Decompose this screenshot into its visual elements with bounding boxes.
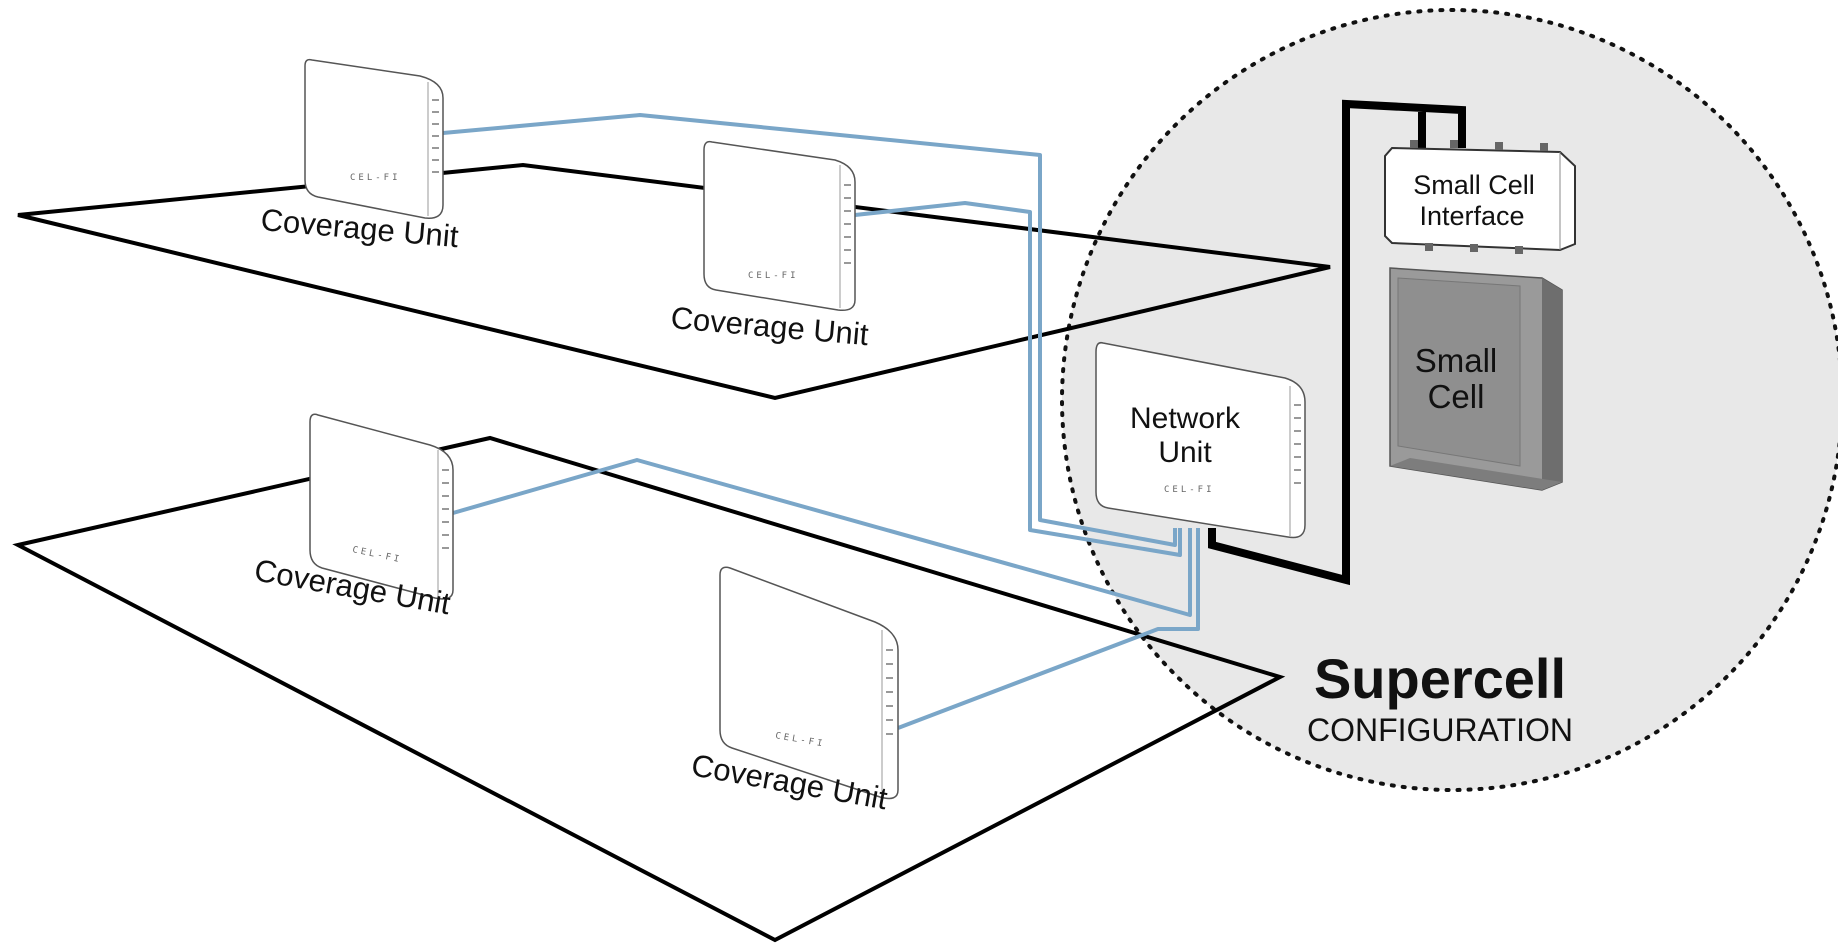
- black-cables: [1208, 99, 1466, 586]
- small-cell-interface-line2: Interface: [1419, 201, 1524, 231]
- small-cell-interface-line1: Small Cell: [1413, 170, 1535, 200]
- supercell-subtitle: CONFIGURATION: [1307, 712, 1573, 748]
- cable-cu3: [452, 458, 1192, 617]
- cable-cu2: [854, 201, 1182, 557]
- cables: [442, 113, 1200, 730]
- small-cell-interface: Small Cell Interface: [1384, 140, 1576, 254]
- coverage-unit-3: CEL-FI Coverage Unit: [252, 413, 454, 621]
- coverage-unit-1: CEL-FI Coverage Unit: [259, 58, 460, 254]
- coverage-unit-2-brand: CEL-FI: [748, 271, 799, 281]
- cable-cu1: [442, 113, 1177, 547]
- coverage-unit-2: CEL-FI Coverage Unit: [669, 140, 870, 352]
- network-unit-line2: Unit: [1158, 436, 1212, 469]
- network-unit: Network Unit CEL-FI: [1095, 341, 1306, 539]
- small-cell-line1: Small: [1415, 342, 1498, 379]
- supercell-title: Supercell: [1314, 647, 1566, 710]
- network-unit-brand: CEL-FI: [1164, 485, 1215, 495]
- small-cell-line2: Cell: [1428, 378, 1485, 415]
- network-unit-line1: Network: [1130, 402, 1241, 435]
- cable-cu4: [897, 528, 1200, 730]
- coverage-unit-4: CEL-FI Coverage Unit: [689, 566, 899, 816]
- coverage-unit-1-brand: CEL-FI: [350, 173, 401, 183]
- small-cell: Small Cell: [1389, 267, 1563, 491]
